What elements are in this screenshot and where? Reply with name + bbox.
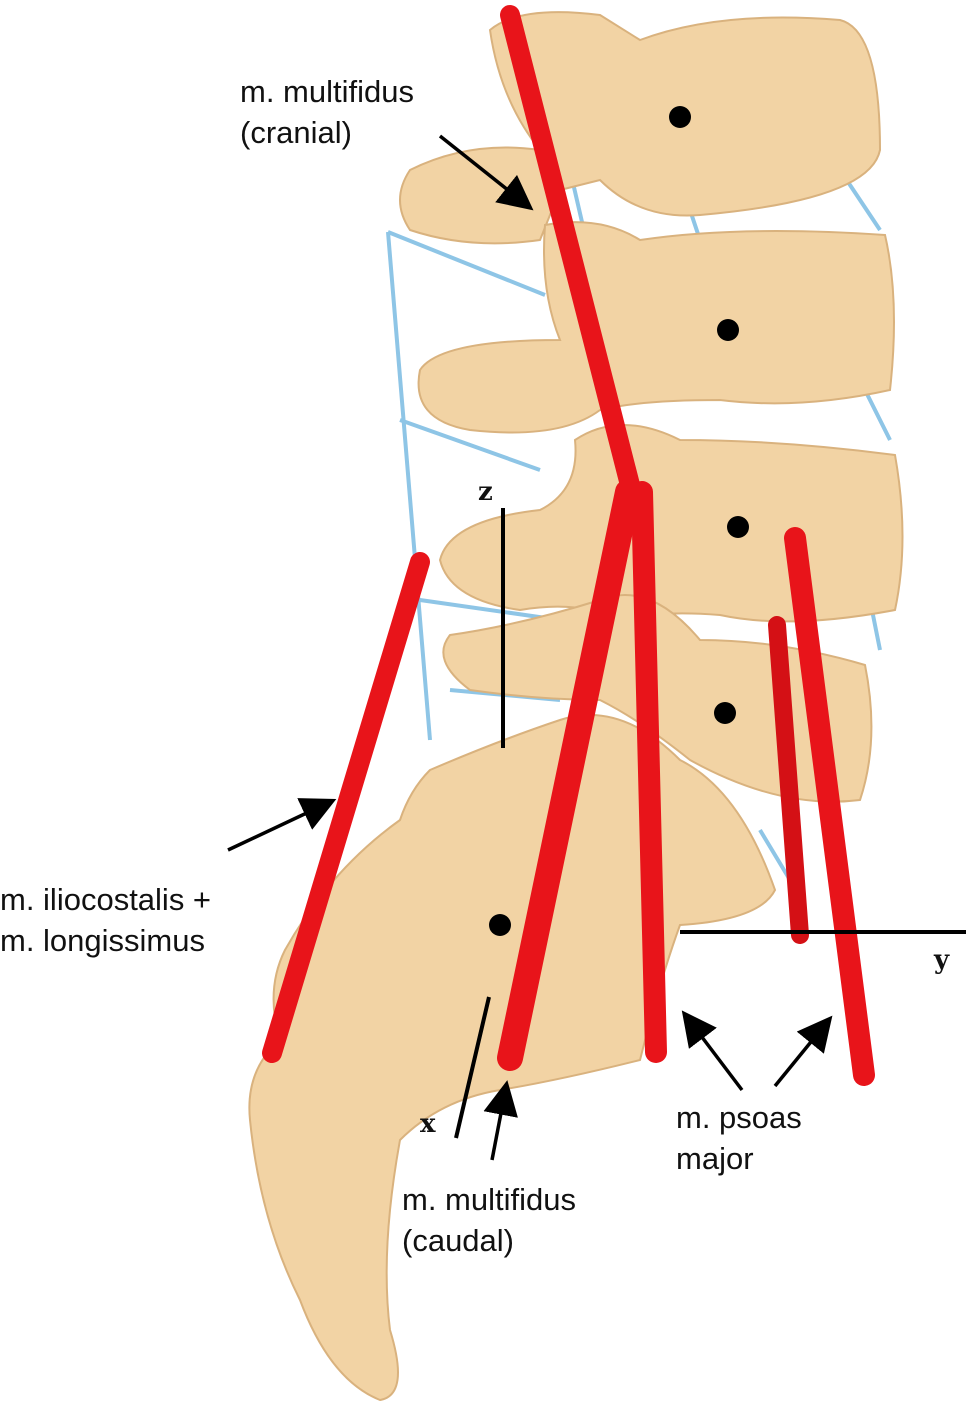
- arrow-multifidus-cranial: [438, 134, 534, 211]
- joint-center-dot: [489, 914, 511, 936]
- vertebra-l2: [417, 221, 895, 434]
- iliocostalis-longissimus-muscle: [262, 552, 430, 1063]
- multifidus-caudal-muscle-2: [631, 481, 667, 1063]
- label-multifidus-cranial-line1: m. multifidus: [240, 74, 414, 109]
- vertebra-l3: [438, 424, 904, 623]
- label-multifidus-cranial-line2: (cranial): [240, 115, 352, 150]
- multifidus-cranial-muscle: [500, 5, 640, 495]
- muscle-labels: m. multifidus (cranial) m. iliocostalis …: [0, 74, 802, 1258]
- joint-center-dot: [717, 319, 739, 341]
- pointer-arrows: [227, 134, 833, 1161]
- x-axis: [454, 996, 491, 1139]
- arrow-psoas-1: [681, 1010, 744, 1092]
- label-multifidus-caudal-line2: (caudal): [402, 1223, 514, 1258]
- x-axis-label: x: [420, 1109, 436, 1139]
- label-multifidus-caudal-line1: m. multifidus: [402, 1182, 576, 1217]
- joint-center-dot: [669, 106, 691, 128]
- joint-center-dot: [714, 702, 736, 724]
- label-iliocostalis-line2: m. longissimus: [0, 923, 205, 958]
- z-axis-label: z: [478, 477, 493, 507]
- vertebra-l1: [399, 11, 882, 245]
- joint-centers: [489, 106, 749, 936]
- psoas-major-muscle-posterior: [768, 616, 809, 944]
- label-psoas-line2: major: [676, 1141, 754, 1176]
- joint-center-dot: [727, 516, 749, 538]
- psoas-major-muscle: [784, 527, 875, 1086]
- label-psoas-line1: m. psoas: [676, 1100, 802, 1135]
- label-iliocostalis-line1: m. iliocostalis +: [0, 882, 211, 917]
- y-axis-label: y: [933, 945, 950, 975]
- arrow-multifidus-caudal: [483, 1080, 518, 1161]
- arrow-iliocostalis: [227, 798, 337, 852]
- arrow-psoas-2: [773, 1015, 833, 1088]
- muscles: [262, 5, 875, 1086]
- coordinate-axes: z y x: [420, 477, 966, 1139]
- multifidus-caudal-muscle: [497, 479, 641, 1071]
